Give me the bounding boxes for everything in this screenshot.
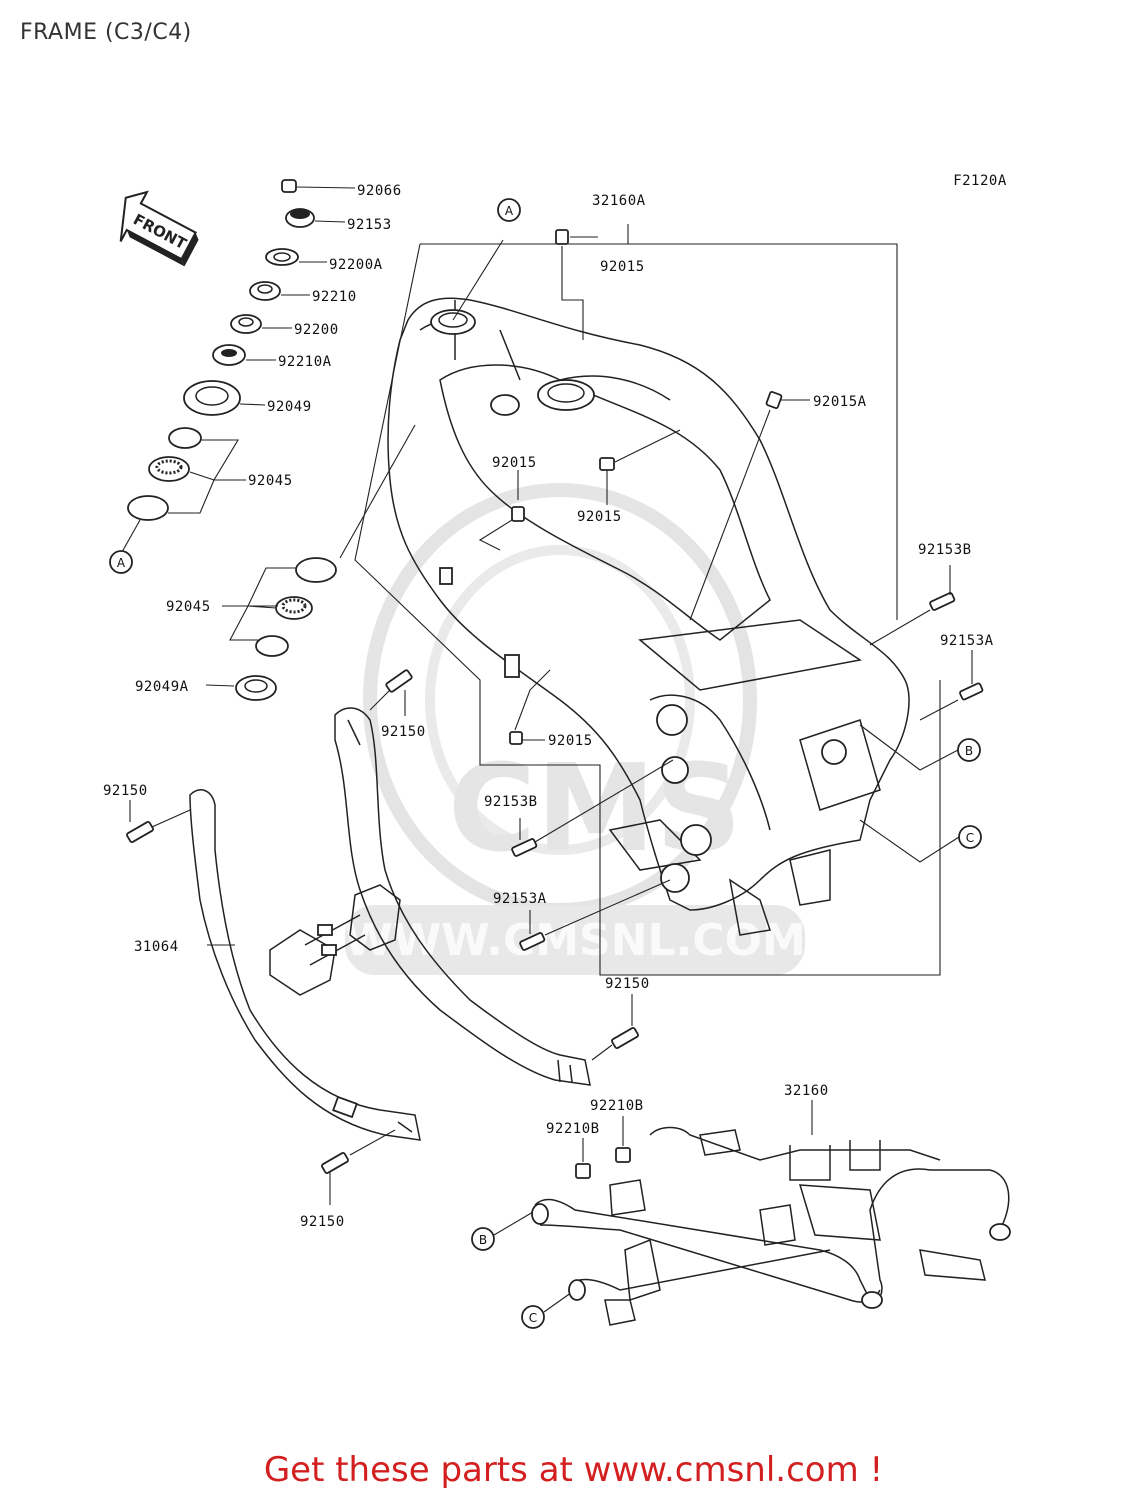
subframe-32160 xyxy=(531,1100,1011,1326)
seal-92049A xyxy=(235,675,277,701)
label-92210B-b: 92210B xyxy=(590,1098,644,1114)
race-92045-upper-outer xyxy=(127,495,169,521)
ref-b-subframe xyxy=(471,1227,495,1251)
nut-92210 xyxy=(249,281,281,301)
svg-text:A: A xyxy=(505,204,514,218)
steering-stem-parts xyxy=(127,179,337,701)
collar-92210B-b xyxy=(615,1147,631,1163)
label-92045-lower: 92045 xyxy=(166,599,211,615)
bolts-92153 xyxy=(511,565,984,951)
svg-text:C: C xyxy=(966,831,974,845)
watermark-initials: CMS xyxy=(448,740,742,879)
svg-text:C: C xyxy=(529,1311,537,1325)
washer-92200 xyxy=(230,314,262,334)
washer-92200A xyxy=(265,248,299,266)
label-92045-upper: 92045 xyxy=(248,473,293,489)
label-92150-right: 92150 xyxy=(605,976,650,992)
label-92153B-right: 92153B xyxy=(918,542,972,558)
svg-text:A: A xyxy=(117,556,126,570)
watermark-url: WWW.CMSNL.COM xyxy=(344,915,806,966)
race-92045-lower-outer xyxy=(255,635,289,657)
label-92049A: 92049A xyxy=(135,679,189,695)
label-92015A: 92015A xyxy=(813,394,867,410)
label-92066: 92066 xyxy=(357,183,402,199)
label-92049: 92049 xyxy=(267,399,312,415)
label-92015-mid: 92015 xyxy=(577,509,622,525)
svg-text:B: B xyxy=(479,1233,487,1247)
front-arrow-icon: FRONT xyxy=(119,190,199,267)
label-92150-upper: 92150 xyxy=(381,724,426,740)
svg-text:B: B xyxy=(965,744,973,758)
label-92210: 92210 xyxy=(312,289,357,305)
label-92153A-mid: 92153A xyxy=(493,891,547,907)
front-rails-31064 xyxy=(189,707,591,1141)
bolts-92015 xyxy=(478,229,810,745)
label-92015-low: 92015 xyxy=(548,733,593,749)
bolts-92150 xyxy=(126,669,639,1205)
part-labels: 92066 92153 92200A 92210 92200 92210A 92… xyxy=(103,183,994,1230)
seal-92049 xyxy=(183,380,241,416)
race-92045-upper xyxy=(168,427,202,449)
diagram-code: F2120A xyxy=(953,173,1007,189)
watermark: CMS WWW.CMSNL.COM xyxy=(344,483,806,975)
label-92015-left: 92015 xyxy=(492,455,537,471)
race-92045-lower xyxy=(295,557,337,583)
label-92210B-a: 92210B xyxy=(546,1121,600,1137)
main-frame-32160A xyxy=(339,224,941,976)
ref-a-left xyxy=(109,550,133,574)
label-92153: 92153 xyxy=(347,217,392,233)
footer-link[interactable]: Get these parts at www.cmsnl.com ! xyxy=(263,1450,884,1490)
label-92210A: 92210A xyxy=(278,354,332,370)
ref-a-top xyxy=(497,198,521,222)
label-32160A: 32160A xyxy=(592,193,646,209)
page-title: FRAME (C3/C4) xyxy=(20,20,192,45)
collar-92210B-a xyxy=(575,1163,591,1179)
label-92153B-mid: 92153B xyxy=(484,794,538,810)
label-92153A-right: 92153A xyxy=(940,633,994,649)
label-92015-top: 92015 xyxy=(600,259,645,275)
label-32160: 32160 xyxy=(784,1083,829,1099)
label-31064: 31064 xyxy=(134,939,179,955)
stack-leaders xyxy=(121,186,356,687)
label-92150-bottom: 92150 xyxy=(300,1214,345,1230)
cap-92066 xyxy=(281,179,297,193)
label-92200A: 92200A xyxy=(329,257,383,273)
label-92200: 92200 xyxy=(294,322,339,338)
ref-c-subframe xyxy=(521,1305,545,1329)
bearing-92045-upper xyxy=(148,456,190,482)
label-92150-left: 92150 xyxy=(103,783,148,799)
frame-parts-diagram: CMS WWW.CMSNL.COM FRONT F2120A xyxy=(103,173,1011,1329)
ref-circles: A A B C B C xyxy=(109,198,982,1329)
